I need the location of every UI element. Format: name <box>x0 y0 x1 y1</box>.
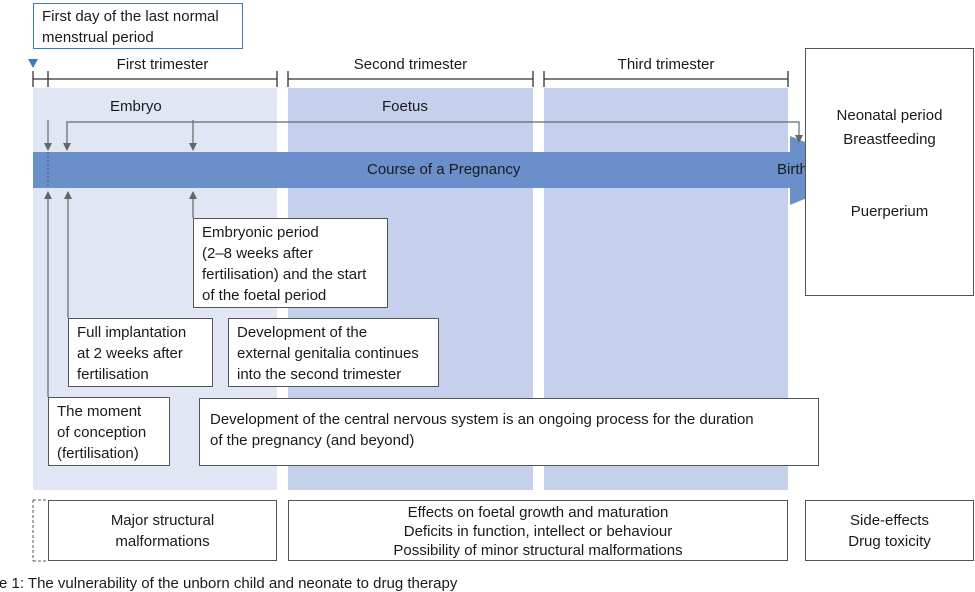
foetal-effects-box: Effects on foetal growth and maturation … <box>288 500 788 561</box>
conception-line-1: The moment <box>57 403 142 420</box>
major-malformations-line-1: Major structural <box>110 512 215 529</box>
pregnancy-arrow <box>33 136 875 205</box>
course-of-pregnancy-label: Course of a Pregnancy <box>367 161 521 178</box>
foetal-effects-line-2: Deficits in function, intellect or behav… <box>403 523 673 540</box>
genitalia-line-1: Development of the <box>237 324 368 341</box>
neonatal-effects-line-2: Drug toxicity <box>848 533 931 550</box>
embryonic-period-box: Embryonic period (2–8 weeks after fertil… <box>193 218 388 308</box>
trimester-brackets <box>32 71 789 87</box>
third-trimester-label: Third trimester <box>617 56 715 73</box>
first-trimester-label: First trimester <box>116 56 209 73</box>
implantation-line-1: Full implantation <box>77 324 187 341</box>
genitalia-line-3: into the second trimester <box>237 366 402 383</box>
neonatal-line-1: Neonatal period <box>836 107 943 124</box>
neonatal-effects-line-1: Side-effects <box>850 512 929 529</box>
implantation-line-3: fertilisation <box>77 366 149 383</box>
cns-line-2: of the pregnancy (and beyond) <box>210 432 415 449</box>
lmp-note-line-2: menstrual period <box>42 29 154 46</box>
neonatal-period-box: Neonatal period Breastfeeding Puerperium <box>805 48 974 296</box>
cns-development-box: Development of the central nervous syste… <box>199 398 819 466</box>
genitalia-box: Development of the external genitalia co… <box>228 318 439 387</box>
birth-label: Birth <box>777 161 808 178</box>
lmp-note-line-1: First day of the last normal <box>42 8 219 25</box>
second-trimester-label: Second trimester <box>353 56 468 73</box>
foetal-effects-line-1: Effects on foetal growth and maturation <box>407 504 669 521</box>
foetus-label: Foetus <box>382 98 428 115</box>
puerperium-label: Puerperium <box>850 203 929 220</box>
neonatal-effects-box: Side-effects Drug toxicity <box>805 500 974 561</box>
conception-line-3: (fertilisation) <box>57 445 139 462</box>
implantation-box: Full implantation at 2 weeks after ferti… <box>68 318 213 387</box>
lmp-note-box: First day of the last normal menstrual p… <box>33 3 243 49</box>
foetal-effects-line-3: Possibility of minor structural malforma… <box>393 542 683 559</box>
cns-line-1: Development of the central nervous syste… <box>210 411 754 428</box>
embryo-label: Embryo <box>110 98 162 115</box>
conception-box: The moment of conception (fertilisation) <box>48 397 170 466</box>
embryonic-line-4: of the foetal period <box>202 287 327 304</box>
major-malformations-box: Major structural malformations <box>48 500 277 561</box>
major-malformations-line-2: malformations <box>115 533 210 550</box>
embryonic-line-3: fertilisation) and the start <box>202 266 367 283</box>
embryonic-line-2: (2–8 weeks after <box>202 245 313 262</box>
neonatal-line-2: Breastfeeding <box>843 131 936 148</box>
lmp-pointer-icon <box>28 59 38 68</box>
figure-caption: re 1: The vulnerability of the unborn ch… <box>0 575 458 592</box>
embryonic-line-1: Embryonic period <box>202 224 319 241</box>
implantation-line-2: at 2 weeks after <box>77 345 183 362</box>
conception-line-2: of conception <box>57 424 147 441</box>
genitalia-line-2: external genitalia continues <box>237 345 419 362</box>
